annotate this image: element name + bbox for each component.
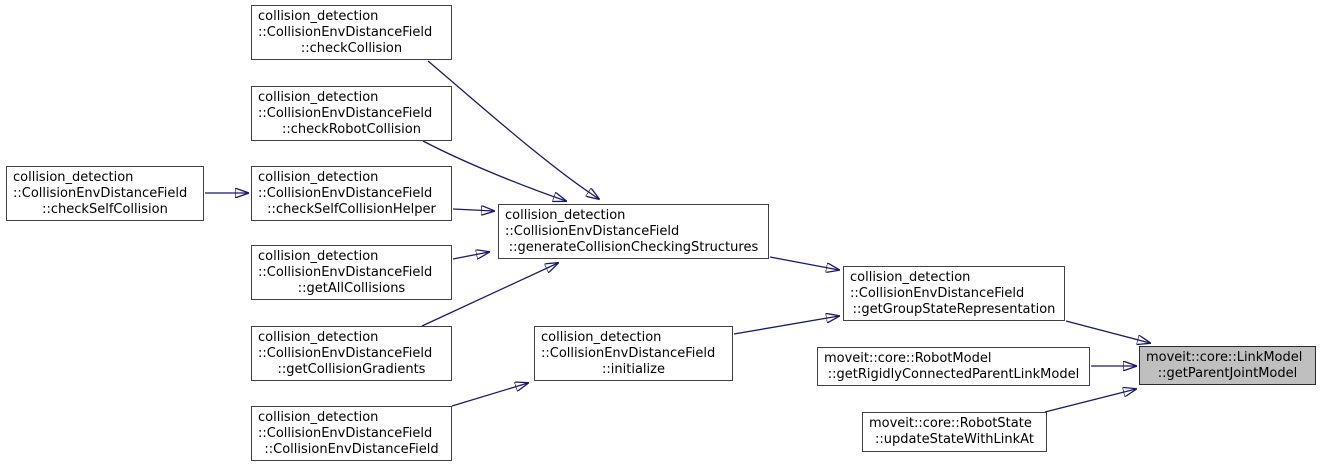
- node-label-line: ::CollisionEnvDistanceField: [258, 185, 433, 201]
- node-label-line: ::CollisionEnvDistanceField: [258, 24, 433, 40]
- node-label-line: ::CollisionEnvDistanceField: [850, 285, 1025, 301]
- node-label-line: ::CollisionEnvDistanceField: [258, 264, 433, 280]
- node-label-line: ::getGroupStateRepresentation: [852, 301, 1056, 317]
- edge-get-collision-gradients--generate-collision-checking-structures: [421, 263, 558, 327]
- edge-check-collision--generate-collision-checking-structures: [427, 60, 599, 199]
- node-label-line: ::CollisionEnvDistanceField: [505, 223, 680, 239]
- node-label-line: ::getRigidlyConnectedParentLinkModel: [827, 366, 1080, 382]
- edge-update-state-with-link-at--get-parent-joint-model: [1044, 389, 1136, 413]
- node-label-line: ::CollisionEnvDistanceField: [13, 185, 188, 201]
- node-collision-env-distance-field-constructor[interactable]: collision_detection ::CollisionEnvDistan…: [251, 406, 452, 461]
- node-label-line: collision_detection: [850, 269, 971, 285]
- node-label-line: collision_detection: [258, 8, 379, 24]
- node-label-line: moveit::core::RobotState: [869, 416, 1032, 431]
- node-get-parent-joint-model: moveit::core::LinkModel ::getParentJoint…: [1139, 346, 1316, 385]
- edge-check-robot-collision--generate-collision-checking-structures: [422, 140, 566, 201]
- node-label-line: moveit::core::LinkModel: [1146, 349, 1303, 365]
- node-check-collision[interactable]: collision_detection ::CollisionEnvDistan…: [251, 5, 452, 60]
- node-label-line: collision_detection: [258, 248, 379, 264]
- node-label-line: ::initialize: [602, 361, 665, 377]
- node-label-line: ::CollisionEnvDistanceField: [258, 105, 433, 121]
- node-label-line: moveit::core::RobotModel: [824, 350, 992, 366]
- node-label-line: collision_detection: [13, 169, 134, 185]
- node-label-line: collision_detection: [258, 89, 379, 105]
- node-label-line: ::getParentJointModel: [1157, 365, 1298, 381]
- node-check-self-collision[interactable]: collision_detection ::CollisionEnvDistan…: [6, 166, 204, 221]
- node-label-line: ::CollisionEnvDistanceField: [264, 441, 439, 457]
- edge-initialize--get-group-state-representation: [733, 316, 839, 335]
- edge-get-all-collisions--generate-collision-checking-structures: [452, 252, 489, 260]
- node-label-line: ::checkSelfCollision: [42, 201, 168, 217]
- node-label-line: ::CollisionEnvDistanceField: [258, 345, 433, 361]
- edge-get-group-state-representation--get-parent-joint-model: [1065, 320, 1150, 343]
- node-label-line: ::getAllCollisions: [297, 280, 406, 296]
- node-label-line: collision_detection: [541, 329, 662, 345]
- node-label-line: collision_detection: [258, 329, 379, 345]
- node-check-robot-collision[interactable]: collision_detection ::CollisionEnvDistan…: [251, 86, 452, 141]
- node-get-group-state-representation[interactable]: collision_detection ::CollisionEnvDistan…: [843, 266, 1065, 321]
- node-generate-collision-checking-structures[interactable]: collision_detection ::CollisionEnvDistan…: [498, 204, 769, 259]
- node-label-line: ::CollisionEnvDistanceField: [541, 345, 716, 361]
- node-label-line: ::checkSelfCollisionHelper: [267, 201, 436, 217]
- node-get-all-collisions[interactable]: collision_detection ::CollisionEnvDistan…: [251, 245, 452, 300]
- node-get-rigidly-connected-parent-link-model[interactable]: moveit::core::RobotModel ::getRigidlyCon…: [817, 347, 1090, 386]
- edge-generate-collision-checking-structures--get-group-state-representation: [769, 256, 839, 270]
- node-label-line: collision_detection: [258, 409, 379, 425]
- node-get-collision-gradients[interactable]: collision_detection ::CollisionEnvDistan…: [251, 326, 452, 381]
- edge-check-self-collision-helper--generate-collision-checking-structures: [452, 209, 494, 211]
- node-label-line: ::checkRobotCollision: [282, 121, 421, 137]
- node-label-line: ::updateStateWithLinkAt: [875, 432, 1034, 447]
- node-update-state-with-link-at[interactable]: moveit::core::RobotState ::updateStateWi…: [862, 412, 1047, 452]
- node-label-line: collision_detection: [505, 207, 626, 223]
- edge-constructor--initialize: [451, 383, 528, 407]
- node-initialize[interactable]: collision_detection ::CollisionEnvDistan…: [534, 326, 733, 381]
- node-label-line: collision_detection: [258, 169, 379, 185]
- node-check-self-collision-helper[interactable]: collision_detection ::CollisionEnvDistan…: [251, 166, 452, 221]
- node-label-line: ::checkCollision: [300, 40, 403, 56]
- node-label-line: ::getCollisionGradients: [277, 361, 426, 377]
- node-label-line: ::CollisionEnvDistanceField: [258, 425, 433, 441]
- node-label-line: ::generateCollisionCheckingStructures: [508, 239, 759, 255]
